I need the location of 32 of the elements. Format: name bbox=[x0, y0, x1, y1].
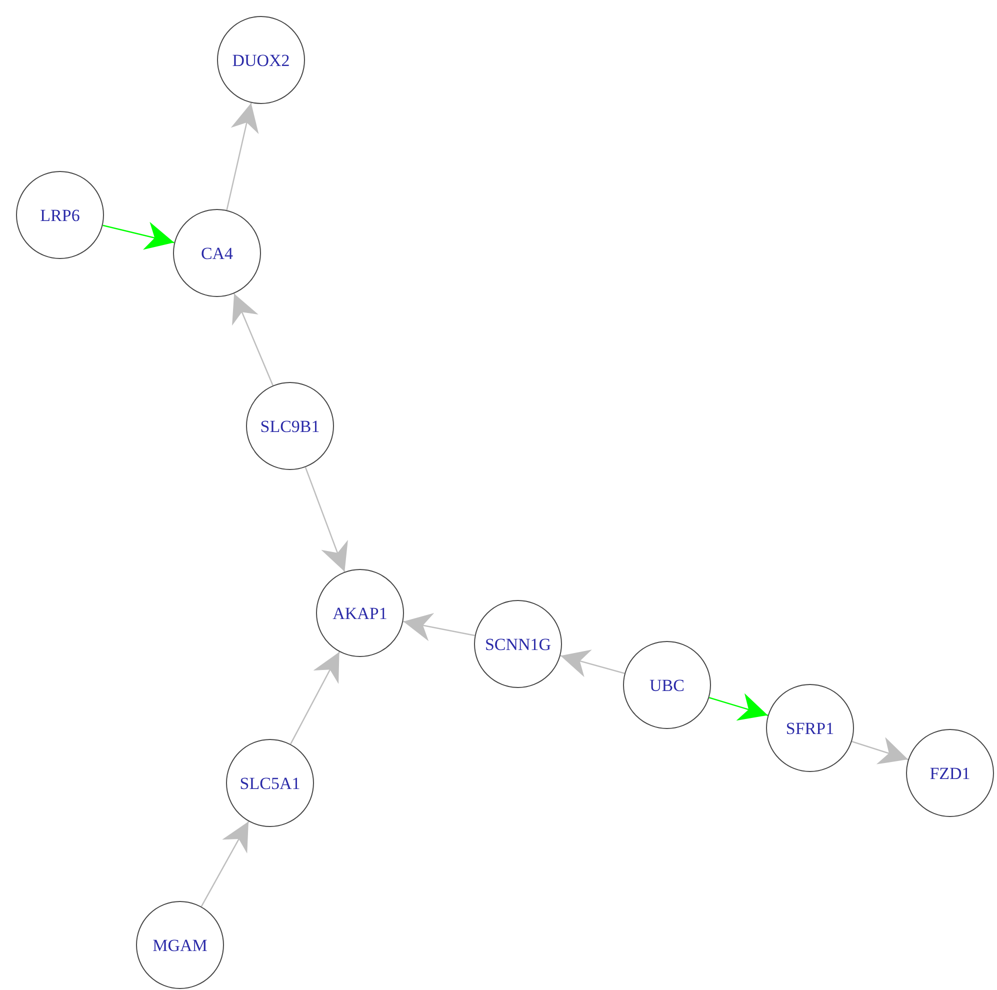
gene-node bbox=[173, 209, 261, 297]
gene-node bbox=[906, 729, 994, 817]
gene-node bbox=[226, 739, 314, 827]
gene-label: SLC9B1 bbox=[260, 418, 320, 434]
gene-label: CA4 bbox=[200, 244, 234, 262]
gene-node bbox=[316, 569, 404, 657]
gene-label: FZD1 bbox=[930, 764, 970, 782]
gene-label: SCNN1G bbox=[484, 636, 552, 652]
arrow bbox=[200, 821, 250, 907]
arrow bbox=[290, 652, 340, 744]
gene-label: LRP6 bbox=[40, 206, 80, 224]
gene-node bbox=[474, 600, 562, 688]
gene-label: AKAP1 bbox=[332, 604, 388, 622]
gene-node bbox=[766, 684, 854, 772]
gene-node bbox=[246, 382, 334, 470]
gene-label: UBC bbox=[650, 676, 684, 694]
arrow bbox=[226, 102, 259, 210]
arrow bbox=[304, 466, 348, 572]
gene-node bbox=[623, 641, 711, 729]
gene-node bbox=[217, 16, 305, 104]
arrow bbox=[708, 693, 768, 721]
arrow bbox=[102, 222, 174, 250]
arrow bbox=[560, 650, 625, 678]
gene-label: SLC5A1 bbox=[240, 774, 300, 792]
gene-node bbox=[136, 901, 224, 989]
arrow bbox=[852, 737, 908, 764]
gene-label: SFRP1 bbox=[786, 720, 834, 736]
gene-node bbox=[16, 171, 104, 259]
gene-label: DUOX2 bbox=[232, 52, 290, 68]
gene-label: MGAM bbox=[152, 936, 208, 954]
arrow bbox=[232, 293, 274, 386]
arrow bbox=[403, 613, 475, 642]
